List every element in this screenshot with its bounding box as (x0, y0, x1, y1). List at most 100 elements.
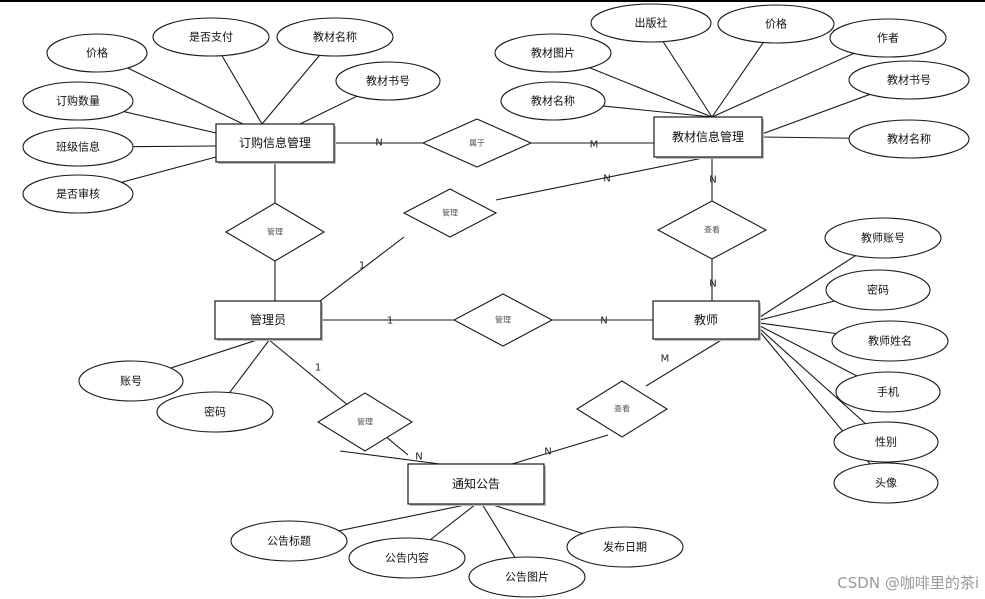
relationship-label: 查看 (614, 404, 630, 414)
attribute-ellipse (46, 33, 148, 73)
cardinality-teacher-view-notice: M (661, 354, 670, 365)
attribute-label: 手机 (877, 385, 899, 399)
attribute-notice-3: 发布日期 (566, 526, 684, 568)
attribute-label: 性别 (875, 435, 897, 449)
relationship-shape (421, 118, 533, 168)
entity-label: 教师 (694, 312, 718, 327)
attribute-ellipse (156, 391, 274, 433)
relationship-view-notice: 查看 (575, 380, 669, 438)
relationship-shape (316, 392, 414, 452)
attribute-order-2: 教材名称 (276, 17, 394, 57)
relationship-label: 管理 (442, 208, 458, 218)
attribute-label: 教材名称 (887, 132, 931, 146)
attribute-label: 公告图片 (505, 571, 549, 584)
attribute-textbook-0: 出版社 (590, 3, 712, 43)
attribute-ellipse (152, 17, 270, 57)
relationship-manage-order: 管理 (224, 202, 326, 262)
attribute-teacher-2: 教师姓名 (831, 320, 949, 362)
attribute-notice-1: 公告内容 (348, 537, 466, 579)
attribute-ellipse (500, 81, 606, 121)
attribute-notice-2: 公告图片 (468, 556, 586, 598)
attribute-order-0: 价格 (46, 33, 148, 73)
cardinality-manage-teacher-teacher: N (600, 316, 607, 327)
attribute-ellipse (276, 17, 394, 57)
entity-teacher: 教师 (652, 300, 761, 341)
watermark: CSDN @咖啡里的茶i (837, 574, 979, 592)
line-notice-viewnotice (511, 434, 609, 465)
attribute-label: 是否审核 (56, 187, 100, 201)
attribute-label: 是否支付 (189, 31, 233, 44)
relationship-belongs: 属于 (421, 118, 533, 168)
attribute-label: 价格 (86, 46, 108, 60)
entity-label: 管理员 (250, 312, 286, 327)
attribute-label: 教师姓名 (868, 334, 912, 348)
attribute-ellipse (22, 81, 134, 121)
attribute-order-5: 班级信息 (22, 127, 134, 167)
attribute-admin-1: 密码 (156, 391, 274, 433)
entity-box (407, 463, 545, 505)
attribute-ellipse (468, 556, 586, 598)
cardinality-view-teacher: N (709, 279, 716, 290)
attribute-label: 发布日期 (603, 540, 647, 554)
attribute-label: 教材书号 (887, 73, 931, 87)
attribute-admin-0: 账号 (78, 360, 184, 402)
entity-admin: 管理员 (214, 300, 323, 341)
relationship-label: 管理 (267, 227, 283, 237)
attribute-label: 密码 (204, 405, 226, 419)
attribute-ellipse (824, 217, 942, 259)
attribute-teacher-4: 性别 (833, 421, 939, 463)
entity-box (653, 116, 763, 158)
relationship-manage-teacher: 管理 (452, 293, 554, 347)
entity-label: 订购信息管理 (239, 135, 311, 150)
attribute-label: 头像 (875, 477, 897, 490)
line-managetb-textbook (495, 156, 709, 201)
attribute-ellipse (833, 462, 939, 504)
attribute-notice-0: 公告标题 (230, 520, 348, 562)
relationship-shape (575, 380, 669, 438)
attribute-ellipse (833, 421, 939, 463)
attribute-ellipse (717, 4, 835, 44)
attribute-label: 价格 (765, 17, 787, 31)
attribute-ellipse (566, 526, 684, 568)
cardinality-order-belongs: N (375, 138, 382, 149)
attribute-ellipse (835, 371, 941, 413)
attribute-ellipse (348, 537, 466, 579)
relationship-manage-notice: 管理 (316, 392, 414, 452)
entity-textbook: 教材信息管理 (653, 116, 764, 159)
line-admin-managetb (319, 236, 405, 302)
attribute-label: 教师账号 (861, 232, 905, 245)
attribute-ellipse (831, 320, 949, 362)
cardinality-admin-manage-teacher: 1 (387, 316, 393, 327)
attribute-label: 出版社 (635, 16, 668, 30)
cardinality-manage-textbook-textbook: N (603, 174, 610, 185)
attribute-ellipse (335, 61, 441, 101)
cardinality-manage-notice-notice: N (415, 452, 422, 463)
attribute-teacher-1: 密码 (825, 269, 931, 311)
relationship-manage-textbook: 管理 (402, 188, 498, 238)
entity-box (214, 300, 322, 340)
attribute-textbook-6: 教材名称 (848, 119, 970, 159)
relationship-label: 管理 (357, 417, 373, 427)
attribute-order-3: 教材书号 (335, 61, 441, 101)
cardinality-textbook-view: N (709, 175, 716, 186)
attribute-textbook-3: 教材图片 (494, 33, 612, 73)
attribute-order-6: 是否审核 (22, 174, 134, 214)
cardinality-belongs-textbook: M (590, 140, 599, 151)
attribute-label: 教材图片 (531, 46, 575, 60)
attribute-label: 订购数量 (56, 94, 100, 108)
attribute-textbook-5: 教材书号 (848, 60, 970, 100)
attribute-ellipse (825, 269, 931, 311)
attribute-ellipse (590, 3, 712, 43)
attribute-label: 公告标题 (267, 534, 311, 548)
attribute-ellipse (829, 18, 947, 58)
attribute-ellipse (78, 360, 184, 402)
relationship-shape (402, 188, 498, 238)
attribute-ellipse (22, 127, 134, 167)
relationship-label: 属于 (469, 139, 485, 148)
cardinality-admin-manage-notice: 1 (315, 363, 321, 374)
line-managenotice-notice (339, 450, 441, 465)
attribute-label: 教材名称 (531, 94, 575, 108)
entity-label: 教材信息管理 (672, 129, 744, 144)
